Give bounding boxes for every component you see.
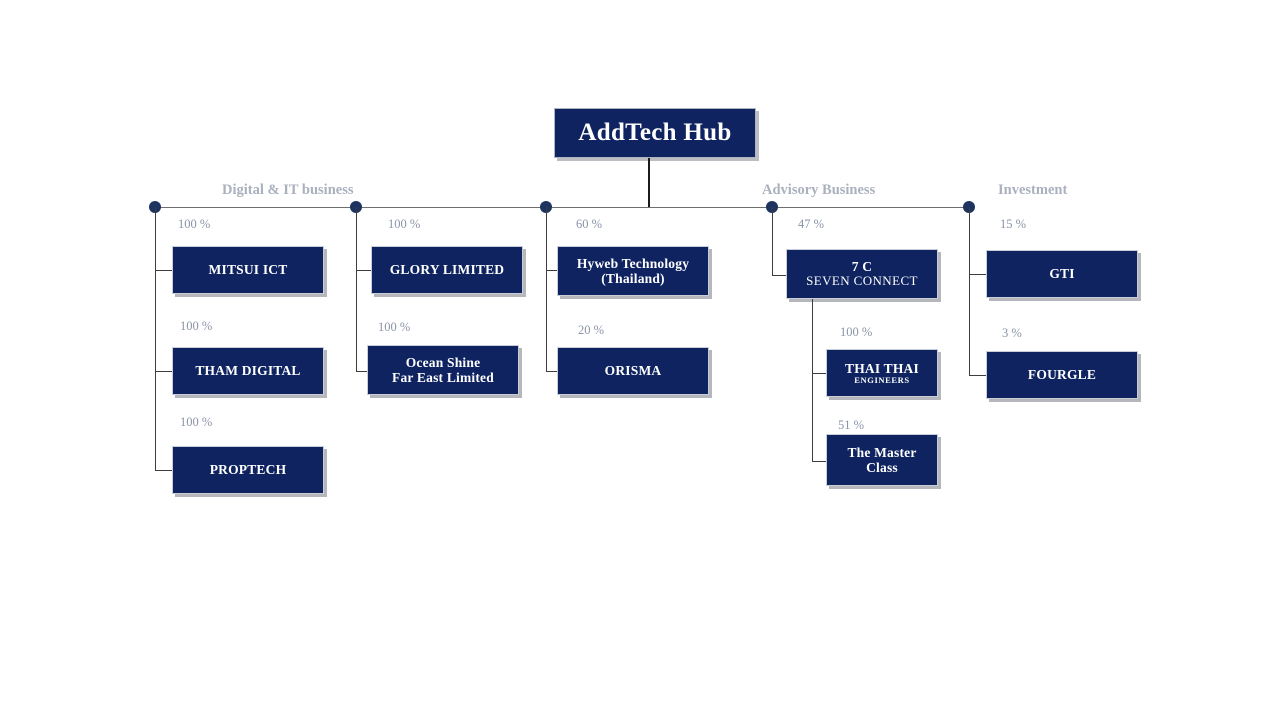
connector-ocean-shine: [356, 371, 367, 372]
node-label: FOURGLE: [1027, 367, 1097, 383]
percent-label-orisma: 20 %: [578, 323, 605, 337]
node-label-line2: (Thailand): [601, 271, 665, 286]
node-ocean-shine[interactable]: Ocean Shine Far East Limited: [367, 345, 519, 395]
category-label-digital-it: Digital & IT business: [222, 182, 354, 198]
category-label-advisory: Advisory Business: [762, 182, 876, 198]
node-label-line2: SEVEN CONNECT: [806, 273, 918, 289]
percent-label-the-master-class: 51 %: [838, 418, 865, 432]
percent-label-tham-digital: 100 %: [180, 319, 213, 333]
node-the-master-class[interactable]: The Master Class: [826, 434, 938, 486]
branch-spine-2: [356, 207, 357, 372]
node-label: PROPTECH: [209, 462, 287, 478]
node-label-line2: ENGINEERS: [854, 374, 910, 385]
node-label: GLORY LIMITED: [389, 262, 505, 278]
root-stem-connector: [648, 158, 650, 207]
percent-label-hyweb-technology: 60 %: [576, 217, 603, 231]
node-fourgle[interactable]: FOURGLE: [986, 351, 1138, 399]
connector-thai-thai: [812, 373, 826, 374]
node-label-line1: THAI THAI: [845, 360, 919, 376]
percent-label-glory-limited: 100 %: [388, 217, 421, 231]
connector-hyweb-technology: [546, 270, 557, 271]
connector-mitsui-ict: [155, 270, 172, 271]
node-label-line1: Hyweb Technology: [576, 255, 690, 271]
connector-seven-connect: [772, 275, 786, 276]
connector-orisma: [546, 371, 557, 372]
connector-fourgle: [969, 375, 986, 376]
node-root-addtech-hub[interactable]: AddTech Hub: [554, 108, 756, 158]
category-label-investment: Investment: [998, 182, 1068, 198]
node-proptech[interactable]: PROPTECH: [172, 446, 324, 494]
node-glory-limited[interactable]: GLORY LIMITED: [371, 246, 523, 294]
node-label: THAM DIGITAL: [195, 363, 301, 379]
percent-label-fourgle: 3 %: [1002, 326, 1022, 340]
main-trunk-line: [155, 207, 969, 208]
node-label: MITSUI ICT: [208, 262, 288, 278]
node-label: GTI: [1049, 266, 1075, 282]
percent-label-mitsui-ict: 100 %: [178, 217, 211, 231]
node-label-line2: Far East Limited: [392, 370, 494, 385]
node-orisma[interactable]: ORISMA: [557, 347, 709, 395]
node-mitsui-ict[interactable]: MITSUI ICT: [172, 246, 324, 294]
percent-label-seven-connect: 47 %: [798, 217, 825, 231]
node-label-line1: The Master: [847, 444, 917, 460]
node-gti[interactable]: GTI: [986, 250, 1138, 298]
connector-tham-digital: [155, 371, 172, 372]
node-label: AddTech Hub: [578, 119, 732, 146]
branch-spine-1: [155, 207, 156, 471]
node-tham-digital[interactable]: THAM DIGITAL: [172, 347, 324, 395]
connector-glory-limited: [356, 270, 371, 271]
branch-spine-4: [772, 207, 773, 275]
connector-gti: [969, 274, 986, 275]
connector-proptech: [155, 470, 172, 471]
percent-label-ocean-shine: 100 %: [378, 320, 411, 334]
connector-the-master-class: [812, 461, 826, 462]
node-label-line1: 7 C: [851, 259, 873, 275]
percent-label-thai-thai: 100 %: [840, 325, 873, 339]
branch-spine-5: [969, 207, 970, 376]
node-thai-thai[interactable]: THAI THAI ENGINEERS: [826, 349, 938, 397]
node-seven-connect[interactable]: 7 C SEVEN CONNECT: [786, 249, 938, 299]
percent-label-proptech: 100 %: [180, 415, 213, 429]
percent-label-gti: 15 %: [1000, 217, 1027, 231]
subbranch-spine-seven-connect: [812, 299, 813, 461]
node-label: ORISMA: [604, 363, 662, 379]
node-hyweb-technology[interactable]: Hyweb Technology (Thailand): [557, 246, 709, 296]
node-label-line1: Ocean Shine: [405, 354, 481, 370]
node-label-line2: Class: [866, 460, 898, 475]
branch-spine-3: [546, 207, 547, 372]
